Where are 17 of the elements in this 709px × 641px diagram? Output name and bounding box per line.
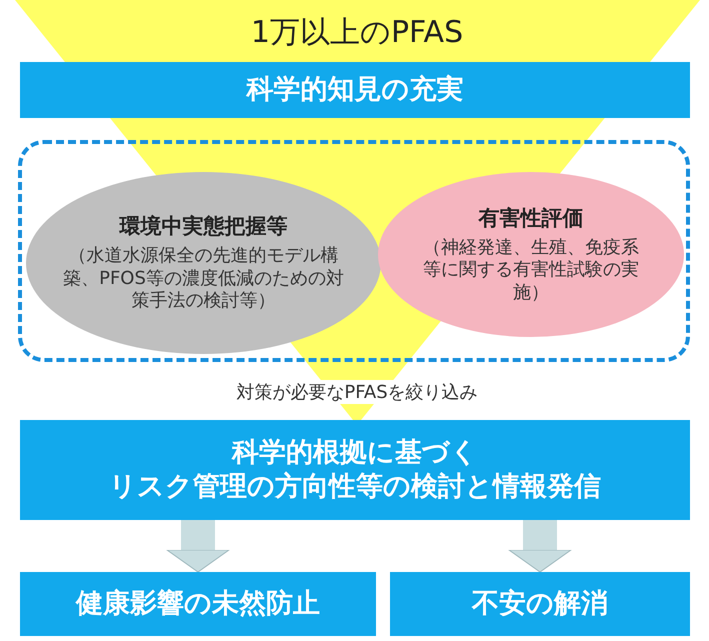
node-title: 科学的根拠に基づく <box>232 436 478 470</box>
node-title: 環境中実態把握等 <box>120 213 288 240</box>
node-title: 有害性評価 <box>478 204 584 231</box>
node-title: 科学的知見の充実 <box>246 73 464 107</box>
node-description: リスク管理の方向性等の検討と情報発信 <box>109 470 601 504</box>
block-arrow <box>508 520 572 572</box>
banner-box <box>20 420 690 520</box>
banner-box <box>20 62 690 118</box>
banner-box <box>20 572 376 636</box>
dashed-group-box <box>18 140 690 362</box>
block-arrow <box>166 520 230 572</box>
heading-text: 1万以上のPFAS <box>250 14 464 52</box>
node-description: （水道水源保全の先進的モデル構築、PFOS等の濃度低減のための対策手法の検討等） <box>62 245 345 313</box>
node-title: 不安の解消 <box>472 587 608 621</box>
node-description: （神経発達、生殖、免疫系等に関する有害性試験の実施） <box>422 236 640 304</box>
node-title: 健康影響の未然防止 <box>76 587 320 621</box>
banner-box <box>390 572 690 636</box>
